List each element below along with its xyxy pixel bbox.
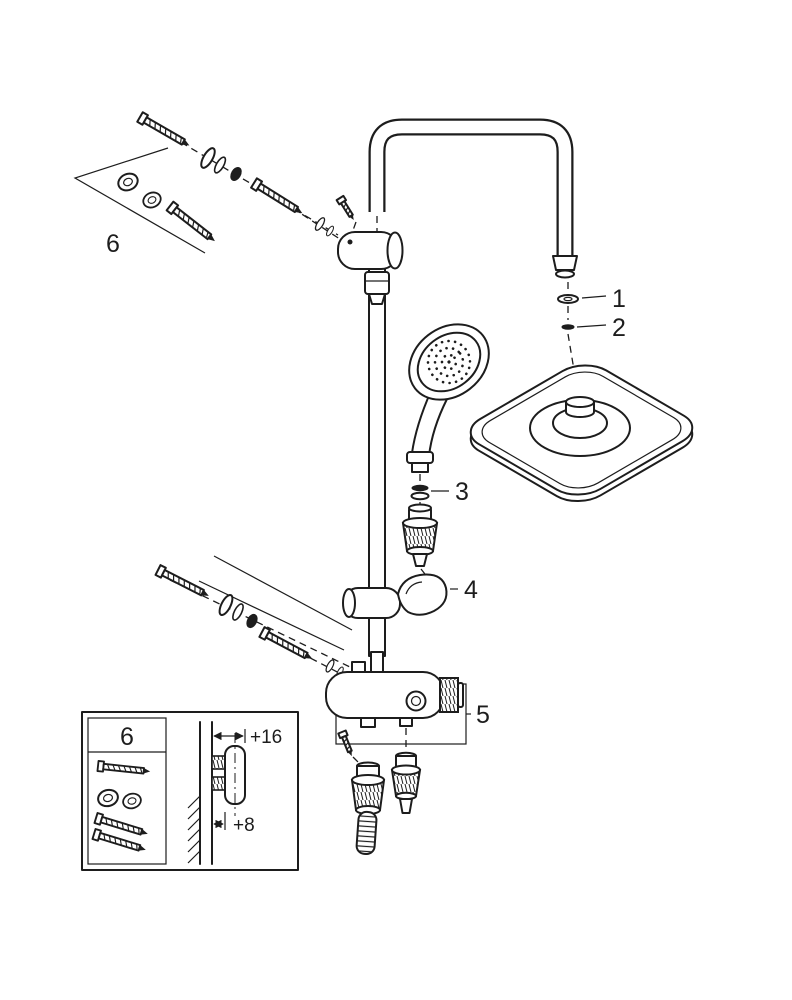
spray-nozzle-ring	[426, 339, 472, 385]
mounting-screw-icon	[96, 760, 152, 778]
dimension-plus8: +8	[213, 812, 255, 836]
rail-taper	[368, 293, 386, 305]
washer-icon	[95, 786, 121, 810]
callout-6-label: 6	[106, 230, 120, 258]
washer-icon	[229, 601, 247, 623]
spray-nozzle-ring	[433, 346, 465, 378]
mounting-screw-icon	[165, 200, 220, 247]
bracket-section	[211, 776, 226, 791]
hand-shower-holder: 4	[342, 573, 478, 619]
seal-ring	[561, 324, 575, 330]
thermostat-valve: 5	[325, 651, 490, 745]
shower-hose-icon	[355, 810, 378, 855]
spray-nozzle-ring	[440, 353, 458, 371]
callout-4-label: 4	[464, 576, 478, 604]
grub-screw-hole	[347, 239, 353, 245]
inset-hardware-panel: 6	[87, 717, 167, 865]
union-washer	[557, 294, 579, 304]
washer-icon	[120, 790, 144, 812]
wall-anchor-cap-icon	[246, 613, 258, 629]
seal-ring	[411, 484, 429, 492]
hand-shower-seals: 3	[410, 474, 469, 507]
washer-icon	[211, 154, 229, 176]
hardware-callout-6: 6	[73, 147, 220, 258]
wall-hatching	[187, 795, 201, 864]
holder-hook	[397, 573, 448, 616]
callout-3-label: 3	[455, 478, 469, 506]
rail-collar	[364, 271, 390, 295]
washer-icon	[215, 592, 237, 618]
mounting-screw-icon	[250, 177, 307, 219]
assembly-axis-line	[169, 579, 353, 669]
mounting-hardware-top	[136, 111, 359, 248]
hand-shower-handle	[411, 390, 448, 457]
arm-end-fitting	[552, 255, 578, 271]
arm-flange	[555, 269, 575, 279]
leader-line-1	[581, 295, 607, 299]
mounting-screw-icon	[136, 111, 194, 152]
check-valve-right	[390, 728, 422, 814]
hand-shower-union-nut	[401, 503, 439, 579]
wall-section	[187, 721, 246, 865]
temperature-knob-icon	[439, 677, 459, 713]
wall-bracket-top	[337, 231, 404, 270]
arm-union-seals: 1 2	[557, 282, 626, 395]
dim-plus8-label: +8	[233, 815, 255, 836]
rain-shower-head	[458, 358, 705, 508]
callout-bracket-line	[73, 147, 206, 254]
bracket-section	[211, 755, 226, 770]
installation-inset: 6 +16 +8	[81, 711, 299, 871]
hose-connection-left	[337, 729, 386, 855]
grub-screw-icon	[335, 194, 359, 224]
handle-base	[406, 451, 434, 464]
shower-arm	[368, 118, 578, 279]
callout-bracket-line	[198, 580, 345, 651]
wall-anchor-cap-icon	[230, 167, 242, 181]
filter-washer	[410, 491, 430, 501]
inset-6-label: 6	[120, 723, 134, 751]
callout-5-label: 5	[476, 701, 490, 729]
mounting-hardware-bottom	[154, 555, 369, 689]
safestop-button-icon	[405, 690, 427, 712]
leader-line-2	[576, 324, 607, 328]
dim-plus16-label: +16	[250, 727, 282, 748]
shower-rail	[364, 235, 390, 657]
callout-2-label: 2	[612, 314, 626, 342]
washer-icon	[139, 188, 165, 212]
hand-shower	[406, 323, 490, 473]
dimension-plus16: +16	[213, 727, 282, 748]
callout-bracket-line	[213, 555, 353, 631]
callout-1-label: 1	[612, 285, 626, 313]
washer-icon	[114, 169, 142, 195]
